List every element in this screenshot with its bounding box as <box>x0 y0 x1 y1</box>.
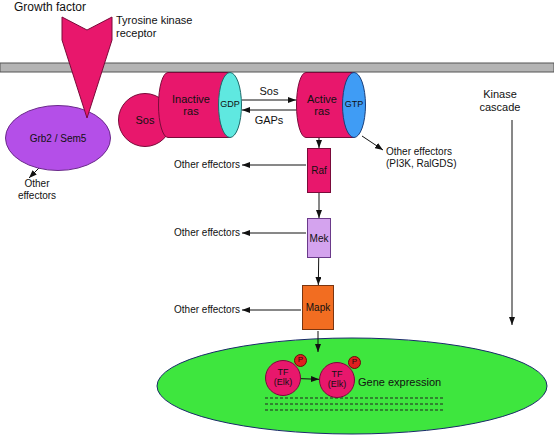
node-text-wrap: Grb2 / Sem5 <box>5 105 111 171</box>
dna-strand <box>265 410 445 411</box>
node-outline <box>308 219 331 258</box>
node-outline <box>320 363 355 398</box>
connector-arrow <box>319 138 320 148</box>
effector-label: Other effectors (PI3K, RalGDS) <box>386 146 470 169</box>
kinase-box: Mek <box>307 218 331 258</box>
node-text-wrap: TF (Elk) <box>319 362 355 398</box>
nucleotide-cap: GTP <box>342 72 366 138</box>
node-outline <box>266 361 301 396</box>
node-text: TF (Elk) <box>271 368 295 388</box>
node-outline <box>343 73 366 138</box>
node-text: GDP <box>220 100 240 110</box>
cascade-label: Kinase cascade <box>470 88 530 113</box>
nucleus <box>157 338 547 434</box>
edge-label: GAPs <box>255 114 284 127</box>
effector-arrow <box>242 310 301 311</box>
node-text-wrap: GDP <box>218 72 242 138</box>
node-outline <box>303 286 334 330</box>
receptor-shape <box>62 17 112 118</box>
node-text: Mapk <box>306 302 330 313</box>
output-label: Gene expression <box>358 376 453 389</box>
effector-arrow <box>362 136 383 150</box>
kinase-box: Raf <box>307 148 331 193</box>
node-text: GTP <box>345 100 364 110</box>
effector-label: Other effectors <box>158 227 240 239</box>
node-text: Grb2 / Sem5 <box>30 133 87 144</box>
node-text: P <box>298 356 303 365</box>
node-text: Mek <box>310 233 329 244</box>
node-text-wrap: Mapk <box>302 285 334 330</box>
effector-arrow <box>242 165 306 166</box>
effector-label: Other effectors <box>8 178 66 201</box>
effector-label: Other effectors <box>158 159 240 171</box>
node-text-wrap: P <box>294 354 307 367</box>
node-text-wrap: Raf <box>307 148 331 193</box>
node-text-wrap: Mek <box>307 218 331 258</box>
transcription-factor: TF (Elk)P <box>265 360 301 396</box>
node-outline <box>349 357 361 369</box>
dna-strand <box>265 398 445 399</box>
node-text: Sos <box>136 114 155 126</box>
phosphate-circle: P <box>348 356 361 369</box>
node-text-wrap: GTP <box>342 72 366 138</box>
nucleotide-cap: GDP <box>218 72 242 138</box>
phosphate-circle: P <box>294 354 307 367</box>
effector-arrow <box>242 233 306 234</box>
node-outline <box>6 106 111 171</box>
edge-label: Sos <box>260 85 279 98</box>
ras-cylinder: Inactive ras GDP <box>158 72 242 138</box>
node-text: TF (Elk) <box>325 370 349 390</box>
connector-arrow <box>318 258 319 285</box>
receptor-label: Tyrosine kinase receptor <box>116 14 201 39</box>
kinase-box: Mapk <box>302 285 334 330</box>
adaptor-ellipse: Grb2 / Sem5 <box>5 105 111 171</box>
dna-strand <box>265 404 445 405</box>
transcription-factor: TF (Elk)P <box>319 362 355 398</box>
node-outline <box>219 73 242 138</box>
node-outline <box>308 149 331 193</box>
ligand-label: Growth factor <box>14 1 114 15</box>
node-text: Active ras <box>304 93 340 117</box>
connector-arrow <box>319 193 320 218</box>
node-text: Raf <box>311 165 327 176</box>
node-text: P <box>352 358 357 367</box>
effector-label: Other effectors <box>158 304 240 316</box>
node-text: Inactive ras <box>166 93 216 117</box>
cell-membrane <box>0 63 554 72</box>
connector-arrow <box>242 100 296 101</box>
connector-arrow <box>242 110 296 111</box>
nucleus-arrow <box>318 331 319 352</box>
cascade-arrow <box>512 120 513 325</box>
connector-arrow <box>301 378 319 380</box>
ras-cylinder: Active ras GTP <box>296 72 366 138</box>
node-text-wrap: P <box>348 356 361 369</box>
node-outline <box>295 355 307 367</box>
node-text-wrap: TF (Elk) <box>265 360 301 396</box>
